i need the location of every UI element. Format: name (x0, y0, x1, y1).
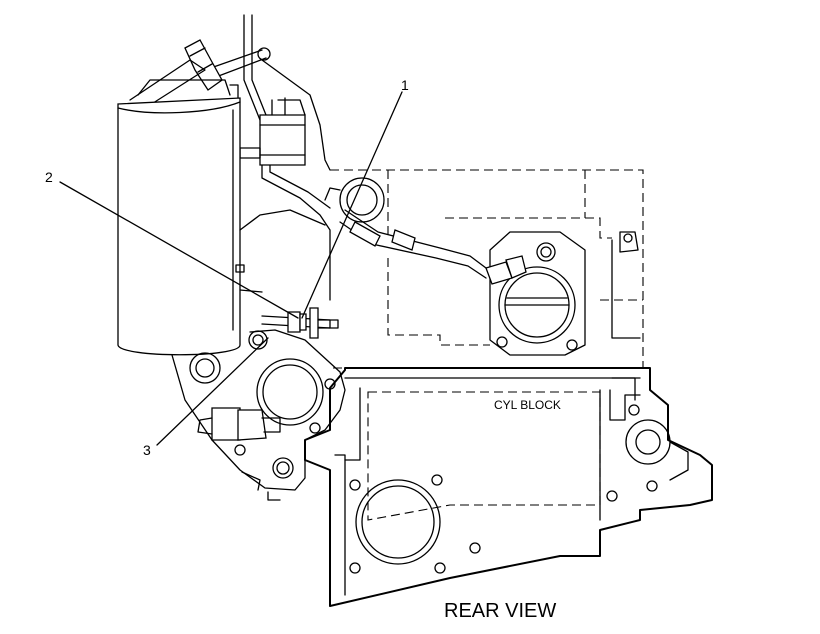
leader-line-3 (156, 337, 269, 446)
filter-bracket (239, 14, 385, 301)
pump-flange (485, 231, 586, 356)
filter-base (171, 329, 346, 501)
leader-line-1 (301, 91, 403, 319)
leader-line-2 (59, 181, 299, 319)
bolt-stud (261, 307, 339, 339)
dashed-cover-plate (330, 169, 644, 369)
callout-leaders (59, 91, 403, 446)
callout-number-3: 3 (143, 442, 151, 458)
callout-number-1: 1 (401, 77, 409, 93)
cylinder-block (304, 367, 713, 607)
cylinder-block-label: CYL BLOCK (494, 398, 561, 412)
fuel-line (339, 209, 487, 279)
view-caption: REAR VIEW (444, 600, 556, 622)
callout-number-2: 2 (45, 169, 53, 185)
fuel-filter-canister (117, 97, 326, 356)
top-fitting (129, 39, 271, 106)
